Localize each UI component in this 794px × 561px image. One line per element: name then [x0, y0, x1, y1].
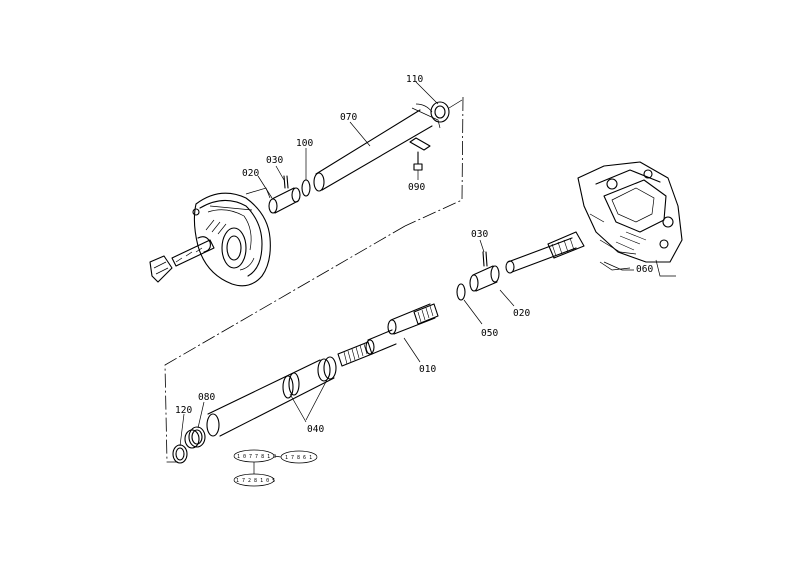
callout-020-lower: 020: [513, 308, 530, 319]
oring-050: [456, 283, 466, 301]
gear-housing-060: [577, 161, 683, 277]
part-number-tags: 1 0 7 7 8 1 0 1 7 8 6 1 1 7 2 8 1 0 5: [233, 449, 318, 487]
callout-060: 060: [636, 264, 653, 275]
callout-040: 040: [307, 424, 324, 435]
callout-070: 070: [340, 112, 357, 123]
callout-020-upper: 020: [242, 168, 259, 179]
oring-100: [301, 179, 311, 197]
seal-110: [430, 99, 463, 123]
callout-080: 080: [198, 392, 215, 403]
splined-shaft-060: [505, 231, 585, 274]
part-tag-3-text: 1 7 2 8 1 0 5: [236, 478, 275, 484]
callout-100: 100: [296, 138, 313, 149]
seal-080: [184, 426, 206, 449]
callout-090: 090: [408, 182, 425, 193]
collar-020-lower: [469, 265, 500, 292]
bolt-090: [413, 151, 423, 171]
pipe-040: [206, 356, 337, 437]
input-yoke-shaft: [149, 236, 215, 283]
leader-lines: [179, 81, 634, 447]
callout-050: 050: [481, 328, 498, 339]
callout-110: 110: [406, 74, 423, 85]
callout-030-lower: 030: [471, 229, 488, 240]
callout-010: 010: [419, 364, 436, 375]
collar-020-upper: [268, 187, 301, 214]
part-tag-1-text: 1 0 7 7 8 1 0: [237, 454, 276, 460]
pin-030-upper: [283, 175, 289, 189]
assembly-reference-lines: [164, 96, 464, 463]
pipe-070: [313, 103, 441, 192]
callout-labels: 110 070 100 030 020 090 030 060 020 050 …: [175, 74, 653, 435]
part-tag-2-text: 1 7 8 6 1: [285, 455, 312, 461]
seal-120: [172, 444, 188, 464]
shaft-010: [337, 303, 439, 367]
callout-030-upper: 030: [266, 155, 283, 166]
pin-030-lower: [482, 251, 488, 267]
callout-120: 120: [175, 405, 192, 416]
